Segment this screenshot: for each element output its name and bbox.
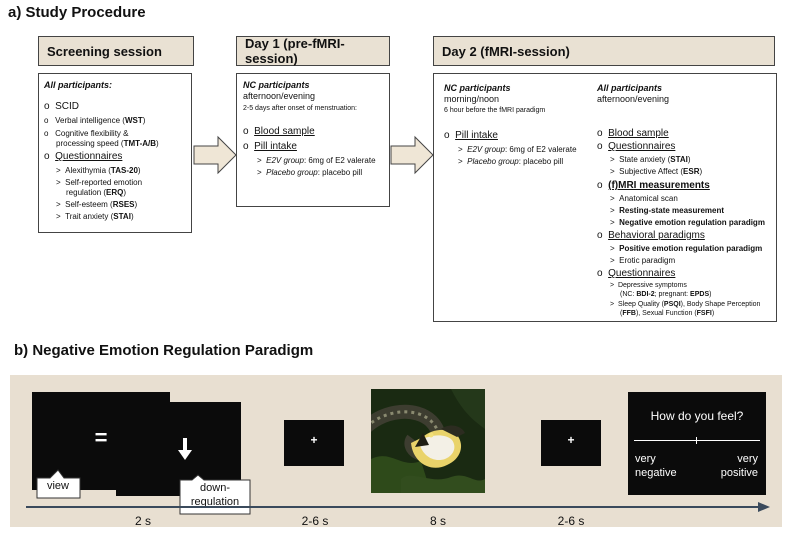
arrow-right-icon <box>193 135 237 175</box>
screening-item-cognitive: o Cognitive flexibility & <box>44 129 129 138</box>
day1-card: NC participants afternoon/evening 2-5 da… <box>236 73 390 207</box>
day2-left-placebo: > Placebo group: placebo pill <box>458 157 564 166</box>
screening-item-tmt: processing speed (TMT-A/B) <box>56 139 159 148</box>
fixation-screen-2: + <box>541 420 601 466</box>
day1-e2v: > E2V group: 6mg of E2 valerate <box>257 156 376 165</box>
fixation-cross-1: + <box>310 433 318 447</box>
day2-right-time: afternoon/evening <box>597 94 670 104</box>
duration-image: 8 s <box>429 514 446 528</box>
day2-right-group: All participants <box>597 83 663 93</box>
day2-questionnaires: o Questionnaires <box>597 141 676 152</box>
day2-resting: > Resting-state measurement <box>610 206 725 215</box>
day2-state-anxiety: > State anxiety (STAI) <box>610 155 691 164</box>
screening-item-wst: o Verbal intelligence (WST) <box>44 116 146 125</box>
duration-fixation-2: 2-6 s <box>557 514 585 528</box>
day2-fmri: o (f)MRI measurements <box>597 180 710 191</box>
view-callout-shape <box>36 469 81 499</box>
screening-item-questionnaires: o Questionnaires <box>44 151 123 162</box>
section-b-title: b) Negative Emotion Regulation Paradigm <box>14 342 314 359</box>
day2-ffb-fsfi: (FFB), Sexual Function (FSFI) <box>620 310 715 317</box>
day1-timing: 2-5 days after onset of menstruation: <box>243 105 358 112</box>
fixation-equal: = <box>94 425 108 450</box>
day2-depressive: > Depressive symptoms <box>610 282 687 289</box>
rating-scale-midpoint <box>696 437 697 444</box>
screening-group: All participants: <box>44 80 113 90</box>
day2-neg-paradigm: > Negative emotion regulation paradigm <box>610 218 765 227</box>
day2-sleep: > Sleep Quality (PSQI), Body Shape Perce… <box>610 301 761 308</box>
day2-left-e2v: > E2V group: 6mg of E2 valerate <box>458 145 577 154</box>
fixation-cross-2: + <box>567 433 575 447</box>
day1-placebo: > Placebo group: placebo pill <box>257 168 363 177</box>
day1-group: NC participants <box>243 80 310 90</box>
day2-left-group: NC participants <box>444 83 511 93</box>
day2-left-pill: o Pill intake <box>444 130 498 141</box>
fixation-screen-1: + <box>284 420 344 466</box>
rating-scale-line <box>634 440 760 441</box>
day2-depressive-detail: (NC: BDI-2; pregnant: EPDS) <box>620 291 712 298</box>
screening-q-rses: > Self-esteem (RSES) <box>56 200 138 209</box>
arrow-right-icon-2 <box>390 135 434 175</box>
screening-q-stai: > Trait anxiety (STAI) <box>56 212 134 221</box>
rating-right-label: very positive <box>720 453 758 479</box>
screening-header: Screening session <box>38 36 194 66</box>
day2-left-timing: 6 hour before the fMRI paradigm <box>444 107 546 114</box>
day1-pill: o Pill intake <box>243 141 297 152</box>
day2-subjective-affect: > Subjective Affect (ESR) <box>610 167 703 176</box>
day2-erotic: > Erotic paradigm <box>610 256 676 265</box>
day1-time: afternoon/evening <box>243 91 316 101</box>
day1-blood: o Blood sample <box>243 126 315 137</box>
screening-item-scid: o SCID <box>44 101 80 112</box>
screening-q-erq-line1: > Self-reported emotion <box>56 178 143 187</box>
section-a-title: a) Study Procedure <box>8 4 146 21</box>
rating-screen: How do you feel? very negative very posi… <box>628 392 766 495</box>
day1-header: Day 1 (pre-fMRI-session) <box>236 36 390 66</box>
day2-card: NC participants morning/noon 6 hour befo… <box>433 73 777 322</box>
timeline-arrow <box>26 502 770 512</box>
day2-anatomical: > Anatomical scan <box>610 194 678 203</box>
screening-q-tas: > Alexithymia (TAS-20) <box>56 166 141 175</box>
day2-behavioral: o Behavioral paradigms <box>597 230 705 241</box>
duration-fixation-1: 2-6 s <box>301 514 329 528</box>
screening-card: All participants: o SCID o Verbal intell… <box>38 73 192 233</box>
day2-blood: o Blood sample <box>597 128 669 139</box>
screening-q-erq: regulation (ERQ) <box>66 188 127 197</box>
duration-view: 2 s <box>134 514 151 528</box>
day2-left-time: morning/noon <box>444 94 500 104</box>
down-regulation-label: down- regulation <box>190 482 240 508</box>
snake-image <box>371 389 485 493</box>
day2-questionnaires-2: o Questionnaires <box>597 268 676 279</box>
day2-pos-paradigm: > Positive emotion regulation paradigm <box>610 244 763 253</box>
rating-left-label: very negative <box>635 453 677 479</box>
arrow-down-icon <box>178 438 192 460</box>
day2-header: Day 2 (fMRI-session) <box>433 36 775 66</box>
rating-question: How do you feel? <box>650 409 744 423</box>
down-callout-shape <box>179 474 251 515</box>
view-label: view <box>46 480 69 492</box>
